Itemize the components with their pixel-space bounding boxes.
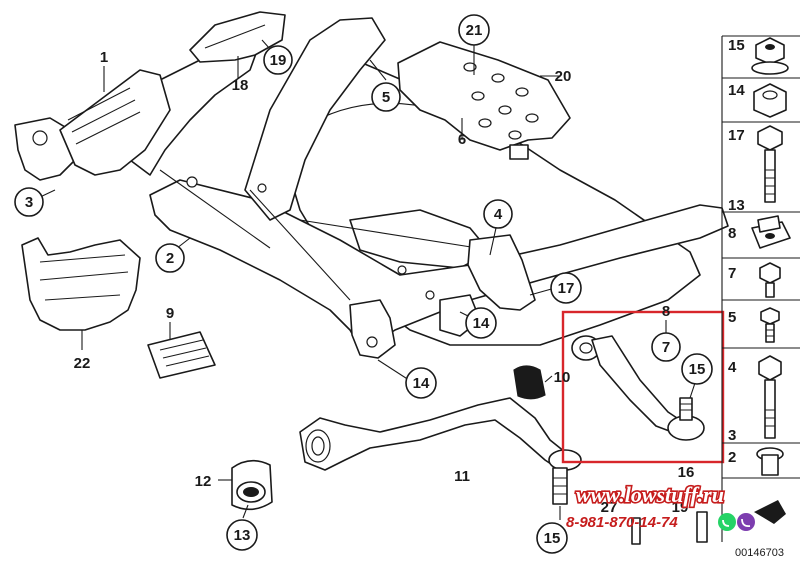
svg-text:14: 14 [413,375,430,392]
side-bracket [59,69,171,176]
label-27: 27 [601,499,618,516]
long-bolt-icon [758,355,782,439]
label-19b: 19 [672,499,689,516]
highlight-box [561,310,725,464]
arrow-icon [754,500,786,524]
underbody-panel [21,237,141,331]
callout-7: 7 [651,332,681,362]
side-label-8: 8 [728,225,736,242]
hex-bolt-icon [757,125,783,203]
watermark: www.lowstuff.ru 8-981-870-14-74 [566,480,786,531]
whatsapp-icon [718,513,736,531]
svg-text:2: 2 [166,250,174,267]
label-1: 1 [100,49,108,66]
callout-14-lower: 14 [405,367,437,399]
watermark-phone: 8-981-870-14-74 [566,514,678,531]
heat-shield [397,41,571,160]
bottom-fasteners [631,511,708,545]
svg-text:7: 7 [662,339,670,356]
small-screw-icon [760,307,780,343]
label-22: 22 [74,355,91,372]
watermark-url: www.lowstuff.ru [576,482,724,507]
svg-text:15: 15 [544,530,561,547]
bushing [231,459,273,511]
tension-strut [571,335,705,441]
short-bolt-icon [759,262,781,298]
callout-19: 19 [263,45,293,75]
label-12: 12 [195,473,212,490]
bushing-bolt-icon [756,447,784,476]
svg-text:14: 14 [473,315,490,332]
callout-3: 3 [14,187,44,217]
cage-nut-icon [751,215,791,249]
label-20: 20 [555,68,572,85]
label-18: 18 [232,77,249,94]
side-label-13: 13 [728,197,745,214]
diagram-number: 00146703 [735,547,784,559]
rubber-buffer [513,365,546,400]
side-label-7: 7 [728,265,736,282]
svg-text:5: 5 [382,89,390,106]
fastener-column: 15 14 17 13 8 7 5 4 3 2 [721,35,800,542]
callout-17: 17 [550,272,582,304]
callout-13: 13 [226,519,258,551]
label-11: 11 [454,468,470,485]
svg-text:21: 21 [466,22,483,39]
side-label-15: 15 [728,37,745,54]
viber-icon [737,513,755,531]
callout-5: 5 [371,82,401,112]
side-label-4: 4 [728,359,737,376]
label-16: 16 [678,464,695,481]
svg-text:17: 17 [558,280,575,297]
svg-text:4: 4 [494,206,503,223]
label-9: 9 [166,305,174,322]
side-label-14: 14 [728,82,745,99]
side-label-3: 3 [728,427,736,444]
side-label-17: 17 [728,127,745,144]
label-10: 10 [554,369,571,386]
svg-text:13: 13 [234,527,251,544]
wishbone [299,397,582,505]
label-6: 6 [458,131,466,148]
svg-text:3: 3 [25,194,33,211]
rubber-pad [147,331,216,379]
air-guide [189,11,286,63]
shield-holes [463,62,539,140]
side-label-2: 2 [728,449,736,466]
callout-2: 2 [155,243,185,273]
flange-nut-icon [751,37,789,75]
callout-21: 21 [458,14,490,46]
plain-labels: 1 18 20 6 9 22 8 10 16 11 12 27 19 [74,49,695,516]
hex-nut-icon [753,83,787,118]
svg-text:15: 15 [689,361,706,378]
callout-4: 4 [483,199,513,229]
callout-15-upper: 15 [681,353,713,385]
svg-text:19: 19 [270,52,287,69]
callout-14-upper: 14 [465,307,497,339]
side-label-5: 5 [728,309,736,326]
callout-15-lower: 15 [536,522,568,554]
label-8: 8 [662,303,670,320]
